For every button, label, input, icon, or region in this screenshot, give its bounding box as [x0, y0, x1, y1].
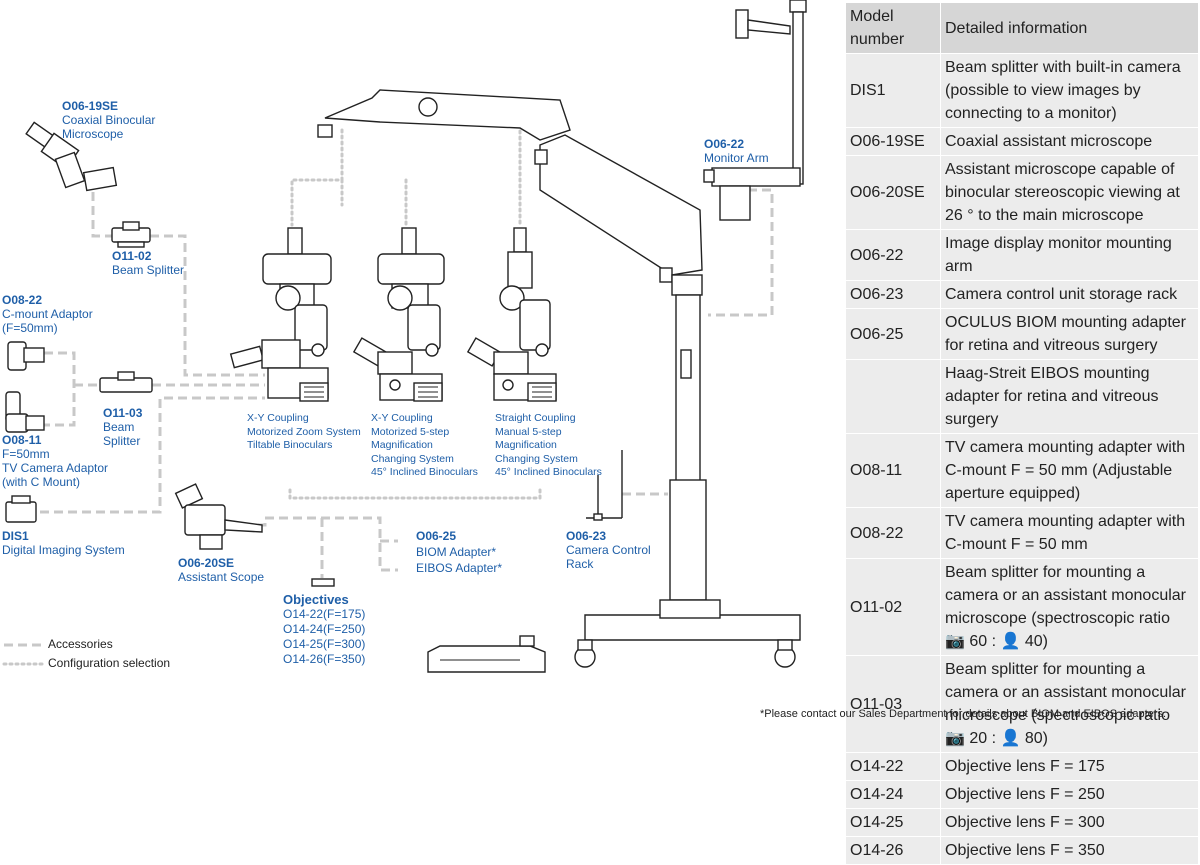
- c-mount-adaptor-drawing: [7, 341, 45, 371]
- microscope-stand-drawing: [317, 89, 801, 668]
- label-o06-23: O06-23 Camera Control Rack: [566, 529, 651, 571]
- label-o08-22: O08-22 C-mount Adaptor (F=50mm): [2, 293, 93, 335]
- beam-splitter-o11-03-drawing: [99, 371, 153, 393]
- tv-camera-adaptor-drawing: [5, 391, 45, 433]
- label-o06-19se: O06-19SE Coaxial Binocular Microscope: [62, 99, 156, 141]
- camera-control-rack-drawing: [586, 450, 623, 521]
- table-row: Haag-Streit EIBOS mounting adapter for r…: [845, 359, 1199, 434]
- label-o11-03: O11-03 Beam Splitter: [103, 406, 143, 448]
- digital-imaging-system-drawing: [5, 495, 37, 523]
- label-o06-22: O06-22 Monitor Arm: [704, 137, 769, 165]
- label-o08-11: O08-11 F=50mm TV Camera Adaptor (with C …: [2, 433, 109, 489]
- monitor-arm-drawing: [703, 0, 807, 221]
- assistant-scope-drawing: [174, 483, 263, 550]
- microscope-config-1-drawing: [229, 227, 332, 402]
- legend-configuration: Configuration selection: [48, 656, 171, 670]
- table-header-row: Model number Detailed information: [845, 2, 1199, 54]
- config-1-description: X-Y Coupling Motorized Zoom System Tilta…: [247, 412, 361, 451]
- legend-accessories: Accessories: [48, 637, 113, 651]
- header-model-number: Model number: [845, 2, 941, 54]
- system-diagram: .acc{stroke:#c8c8c8;stroke-width:3;fill:…: [2, 0, 807, 673]
- diagram-drawing: .acc{stroke:#c8c8c8;stroke-width:3;fill:…: [2, 0, 807, 673]
- configuration-lines: [288, 123, 542, 500]
- label-o06-20se: O06-20SE Assistant Scope: [178, 556, 265, 584]
- beam-splitter-o11-02-drawing: [111, 221, 151, 248]
- config-2-description: X-Y Coupling Motorized 5-step Magnificat…: [371, 412, 478, 478]
- header-detailed-information: Detailed information: [940, 2, 1199, 54]
- foot-pedal-drawing: [427, 635, 546, 673]
- microscope-config-3-drawing: [466, 227, 557, 402]
- objective-lens-drawing: [311, 578, 335, 587]
- coaxial-binocular-drawing: [25, 121, 118, 192]
- label-dis1: DIS1 Digital Imaging System: [2, 529, 125, 557]
- config-3-description: Straight Coupling Manual 5-step Magnific…: [495, 412, 602, 478]
- label-o11-02: O11-02 Beam Splitter: [112, 249, 185, 277]
- footnote: *Please contact our Sales Department for…: [760, 708, 1166, 720]
- microscope-config-2-drawing: [352, 227, 445, 402]
- label-objectives: Objectives O14-22(F=175) O14-24(F=250) O…: [283, 592, 366, 666]
- label-o06-25: O06-25 BIOM Adapter* EIBOS Adapter*: [416, 529, 503, 575]
- label-code: O06-19SE: [62, 99, 119, 113]
